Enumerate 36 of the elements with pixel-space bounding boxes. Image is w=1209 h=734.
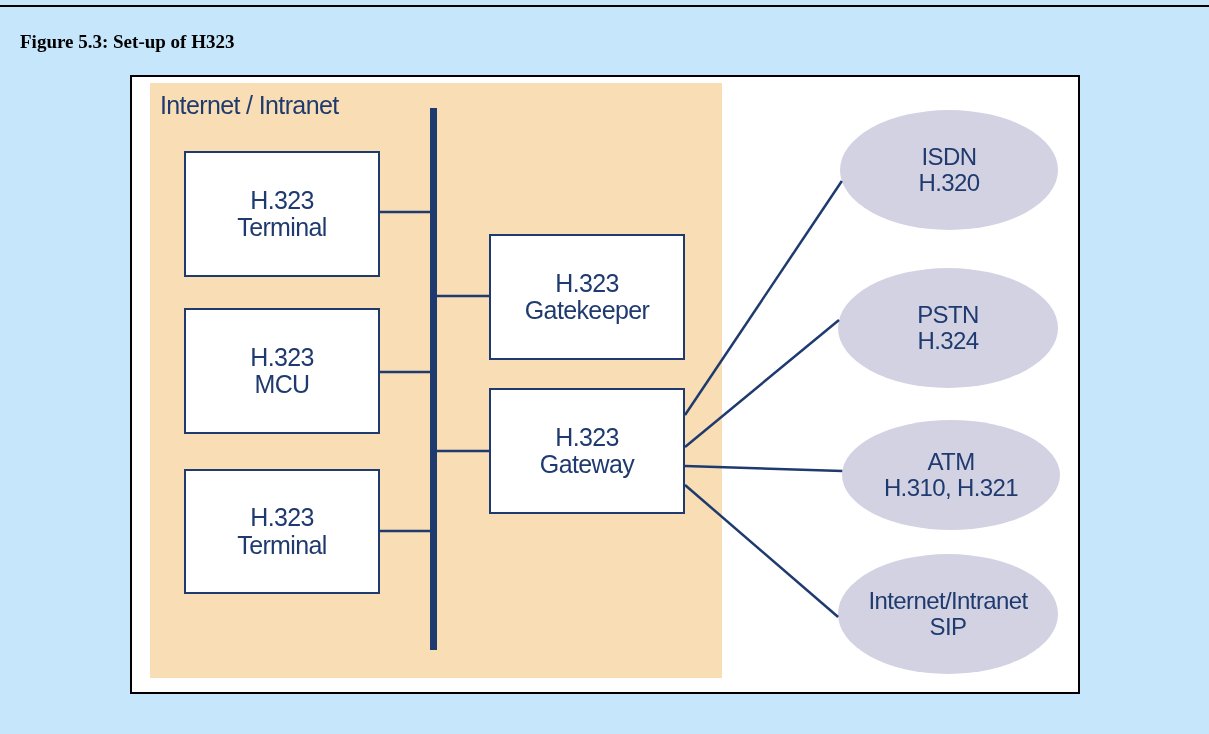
node-label: H.324 xyxy=(917,328,979,355)
node-label: H.323 xyxy=(250,186,314,214)
connector-line xyxy=(437,294,489,298)
node-label: Gateway xyxy=(539,451,635,479)
node-label: MCU xyxy=(254,371,310,399)
connector-line xyxy=(684,319,840,448)
node-label: Gatekeeper xyxy=(524,297,650,325)
node-label: Internet/Intranet xyxy=(868,587,1028,614)
connector-line xyxy=(380,370,430,374)
node-label: H.323 xyxy=(250,504,314,532)
component-box xyxy=(489,388,685,514)
node-label: Terminal xyxy=(237,531,327,559)
node-label: Terminal xyxy=(237,214,327,242)
node-label: H.323 xyxy=(250,343,314,371)
node-label: H.323 xyxy=(555,423,619,451)
bus-bar xyxy=(430,108,437,650)
connector-line xyxy=(683,180,843,416)
component-box xyxy=(184,308,380,434)
component-box xyxy=(184,151,380,277)
component-box xyxy=(489,234,685,360)
node-label: H.320 xyxy=(918,170,980,197)
connector-line xyxy=(380,529,430,533)
node-label: ATM xyxy=(927,448,975,475)
node-label: PSTN xyxy=(917,301,979,328)
connector-line xyxy=(684,484,839,618)
connector-line xyxy=(380,210,430,214)
connector-line xyxy=(684,464,843,473)
figure-title: Figure 5.3: Set-up of H323 xyxy=(20,30,235,54)
node-label: ISDN xyxy=(921,143,977,170)
connector-line xyxy=(437,449,489,453)
component-box xyxy=(184,469,380,594)
network-region xyxy=(150,83,722,678)
node-label: H.310, H.321 xyxy=(883,475,1019,502)
node-label: SIP xyxy=(929,614,967,641)
node-label: H.323 xyxy=(555,269,619,297)
region-label: Internet / Intranet xyxy=(160,90,339,121)
